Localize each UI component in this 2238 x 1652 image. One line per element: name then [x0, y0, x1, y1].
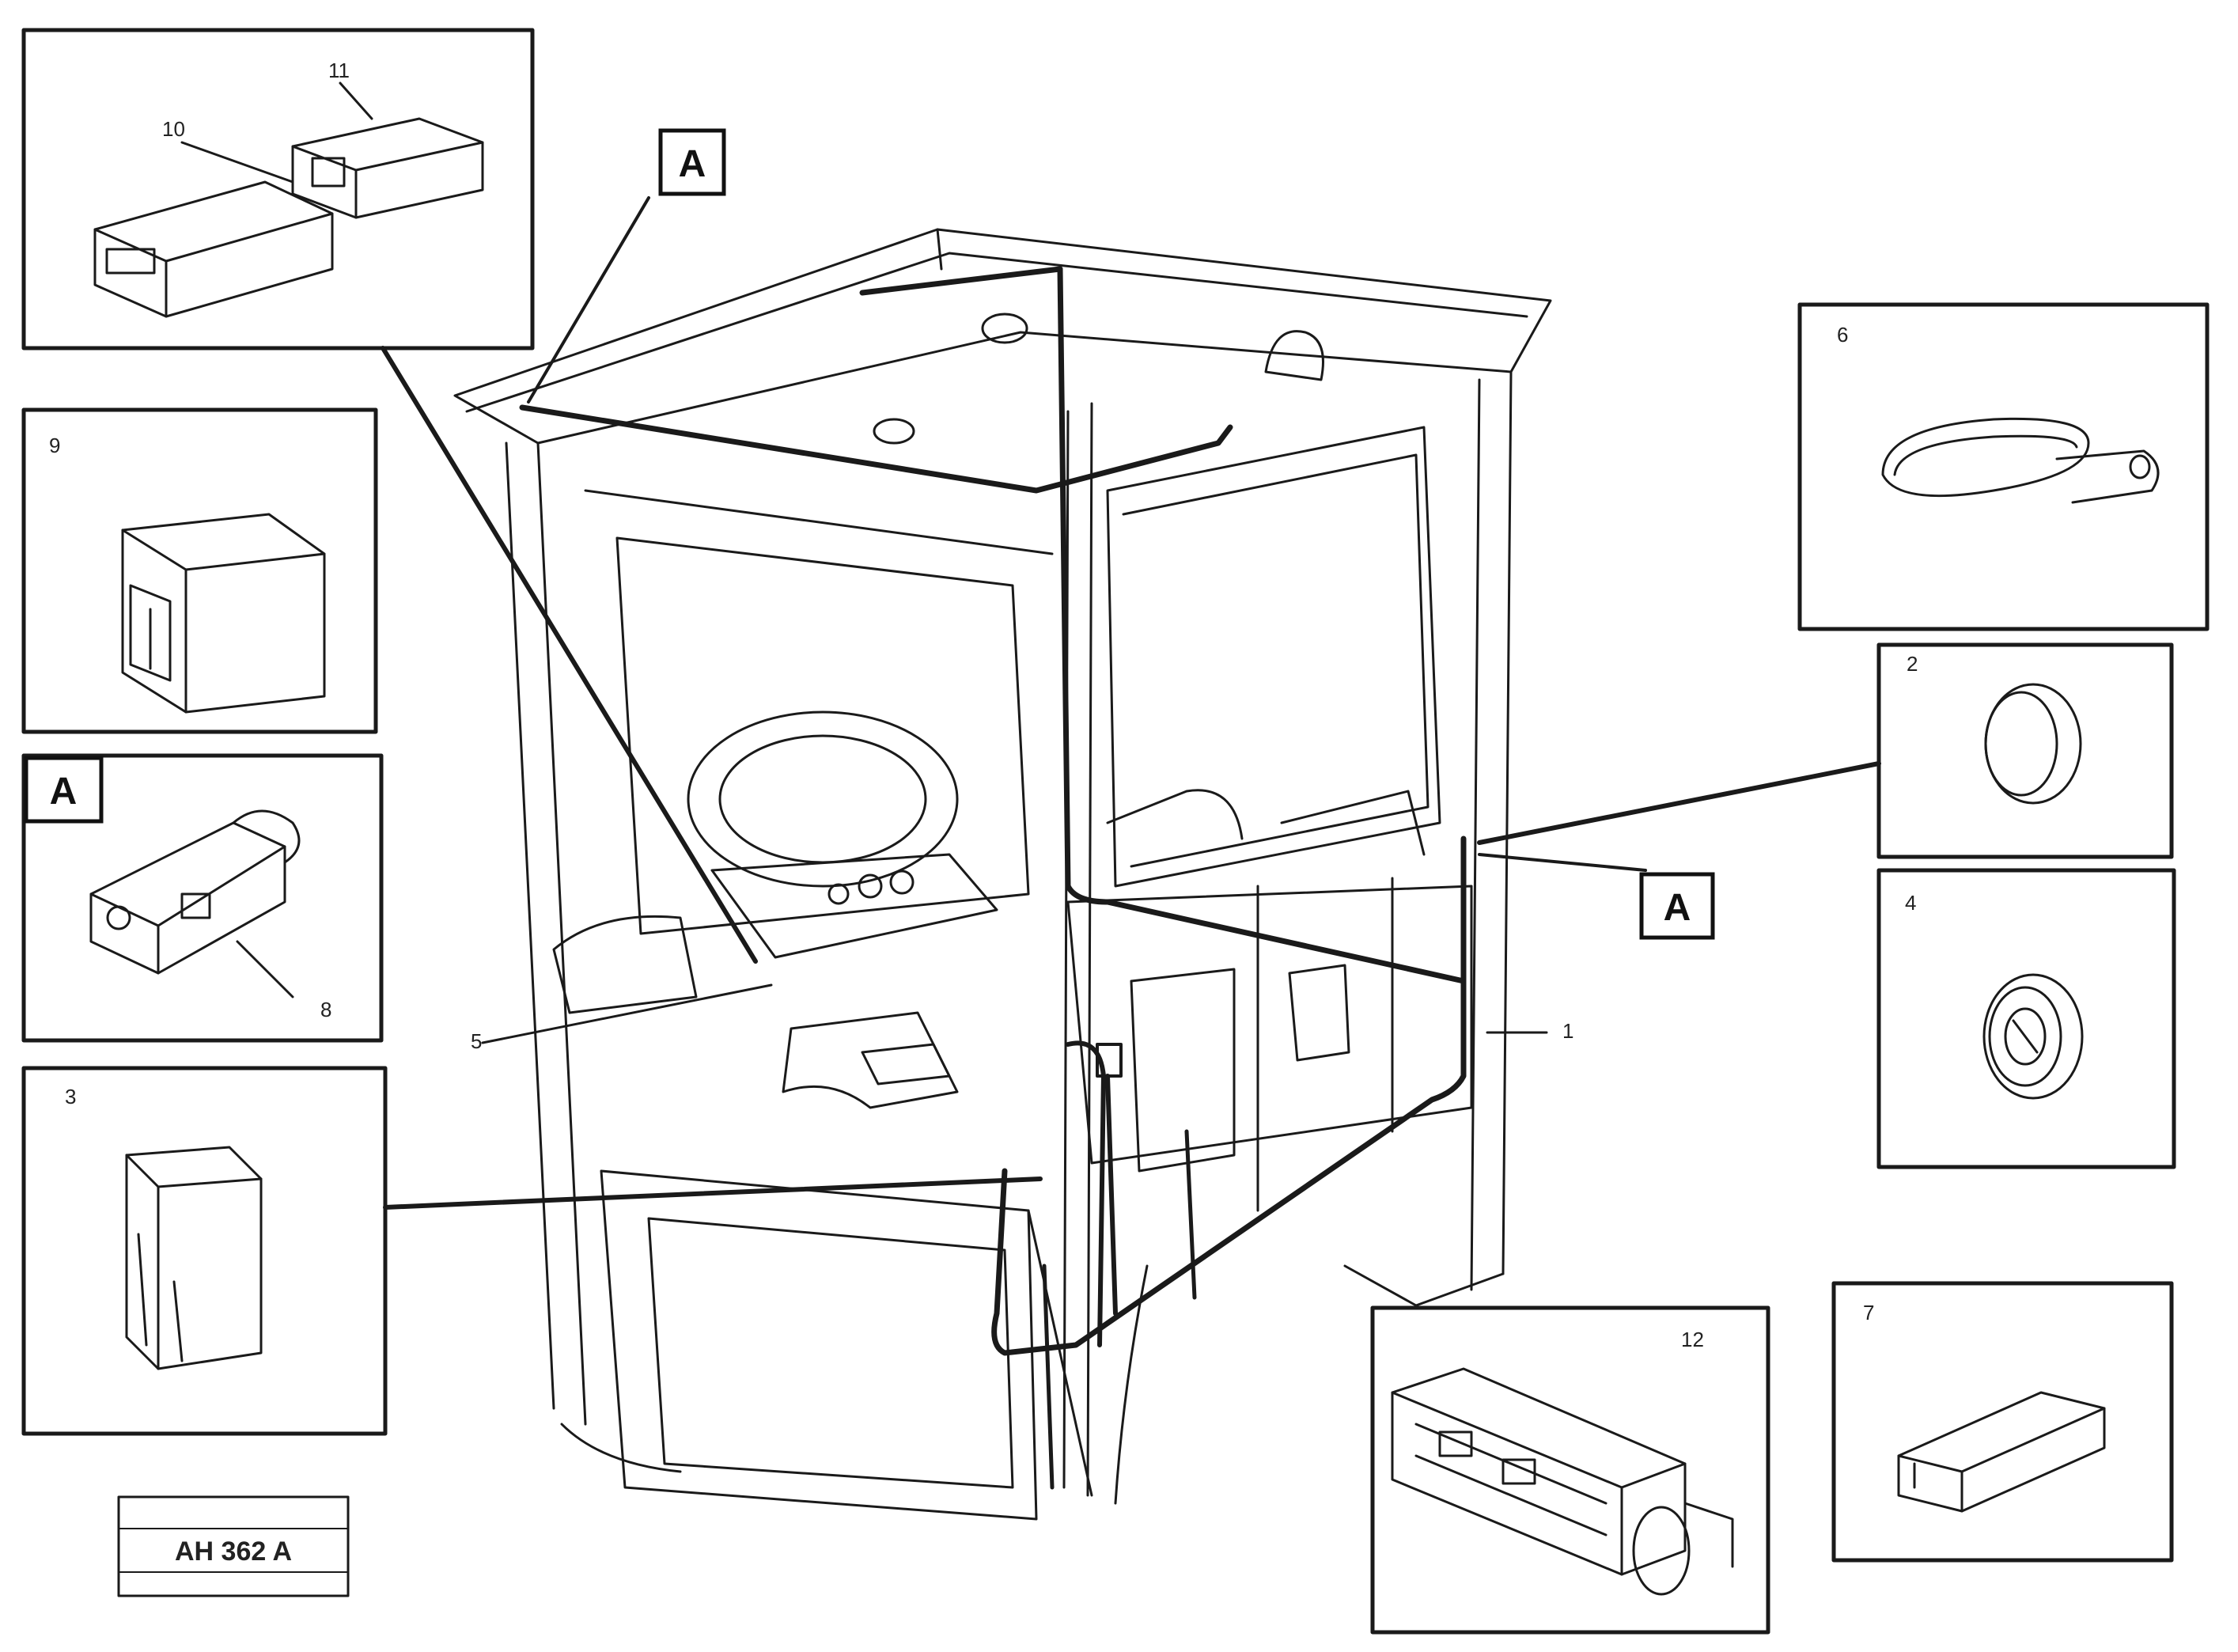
leader-lines — [381, 196, 1881, 1210]
callout-9: 9 — [49, 434, 60, 457]
detail-reference-right: A — [1639, 872, 1715, 940]
panel-part-7 — [1831, 1281, 2174, 1563]
panel-part-12 — [1370, 1305, 1770, 1635]
callout-6: 6 — [1837, 323, 1848, 347]
callout-4: 4 — [1905, 891, 1916, 915]
callout-2: 2 — [1907, 652, 1918, 676]
detail-reference-label: A — [50, 771, 78, 813]
panel-part-9 — [21, 407, 378, 734]
drawing-stamp — [117, 1495, 350, 1597]
panel-part-6 — [1797, 302, 2210, 631]
callout-numbers: 1 2 3 4 5 6 7 8 9 10 11 12 — [49, 59, 1918, 1351]
detail-reference-panel: A — [24, 756, 104, 824]
callout-3: 3 — [65, 1085, 76, 1108]
callout-12: 12 — [1681, 1328, 1704, 1351]
detail-reference-label: A — [679, 143, 706, 185]
panel-part-8 — [21, 753, 384, 1043]
detail-reference-top: A — [658, 128, 726, 196]
callout-7: 7 — [1863, 1301, 1874, 1324]
callout-11: 11 — [328, 59, 350, 82]
callout-1: 1 — [1562, 1019, 1573, 1043]
panel-parts-10-11 — [21, 28, 535, 350]
detail-reference-label: A — [1664, 887, 1691, 929]
panel-part-4 — [1876, 868, 2176, 1169]
panel-part-2 — [1876, 642, 2174, 859]
callout-5: 5 — [471, 1029, 482, 1053]
panel-part-3 — [21, 1066, 388, 1436]
stamp-drawing-number: AH 362 A — [175, 1536, 292, 1567]
cab-illustration — [453, 228, 1552, 1521]
callout-10: 10 — [162, 117, 185, 141]
stamp-text: AH 362 A — [175, 1536, 292, 1567]
callout-8: 8 — [320, 998, 331, 1021]
